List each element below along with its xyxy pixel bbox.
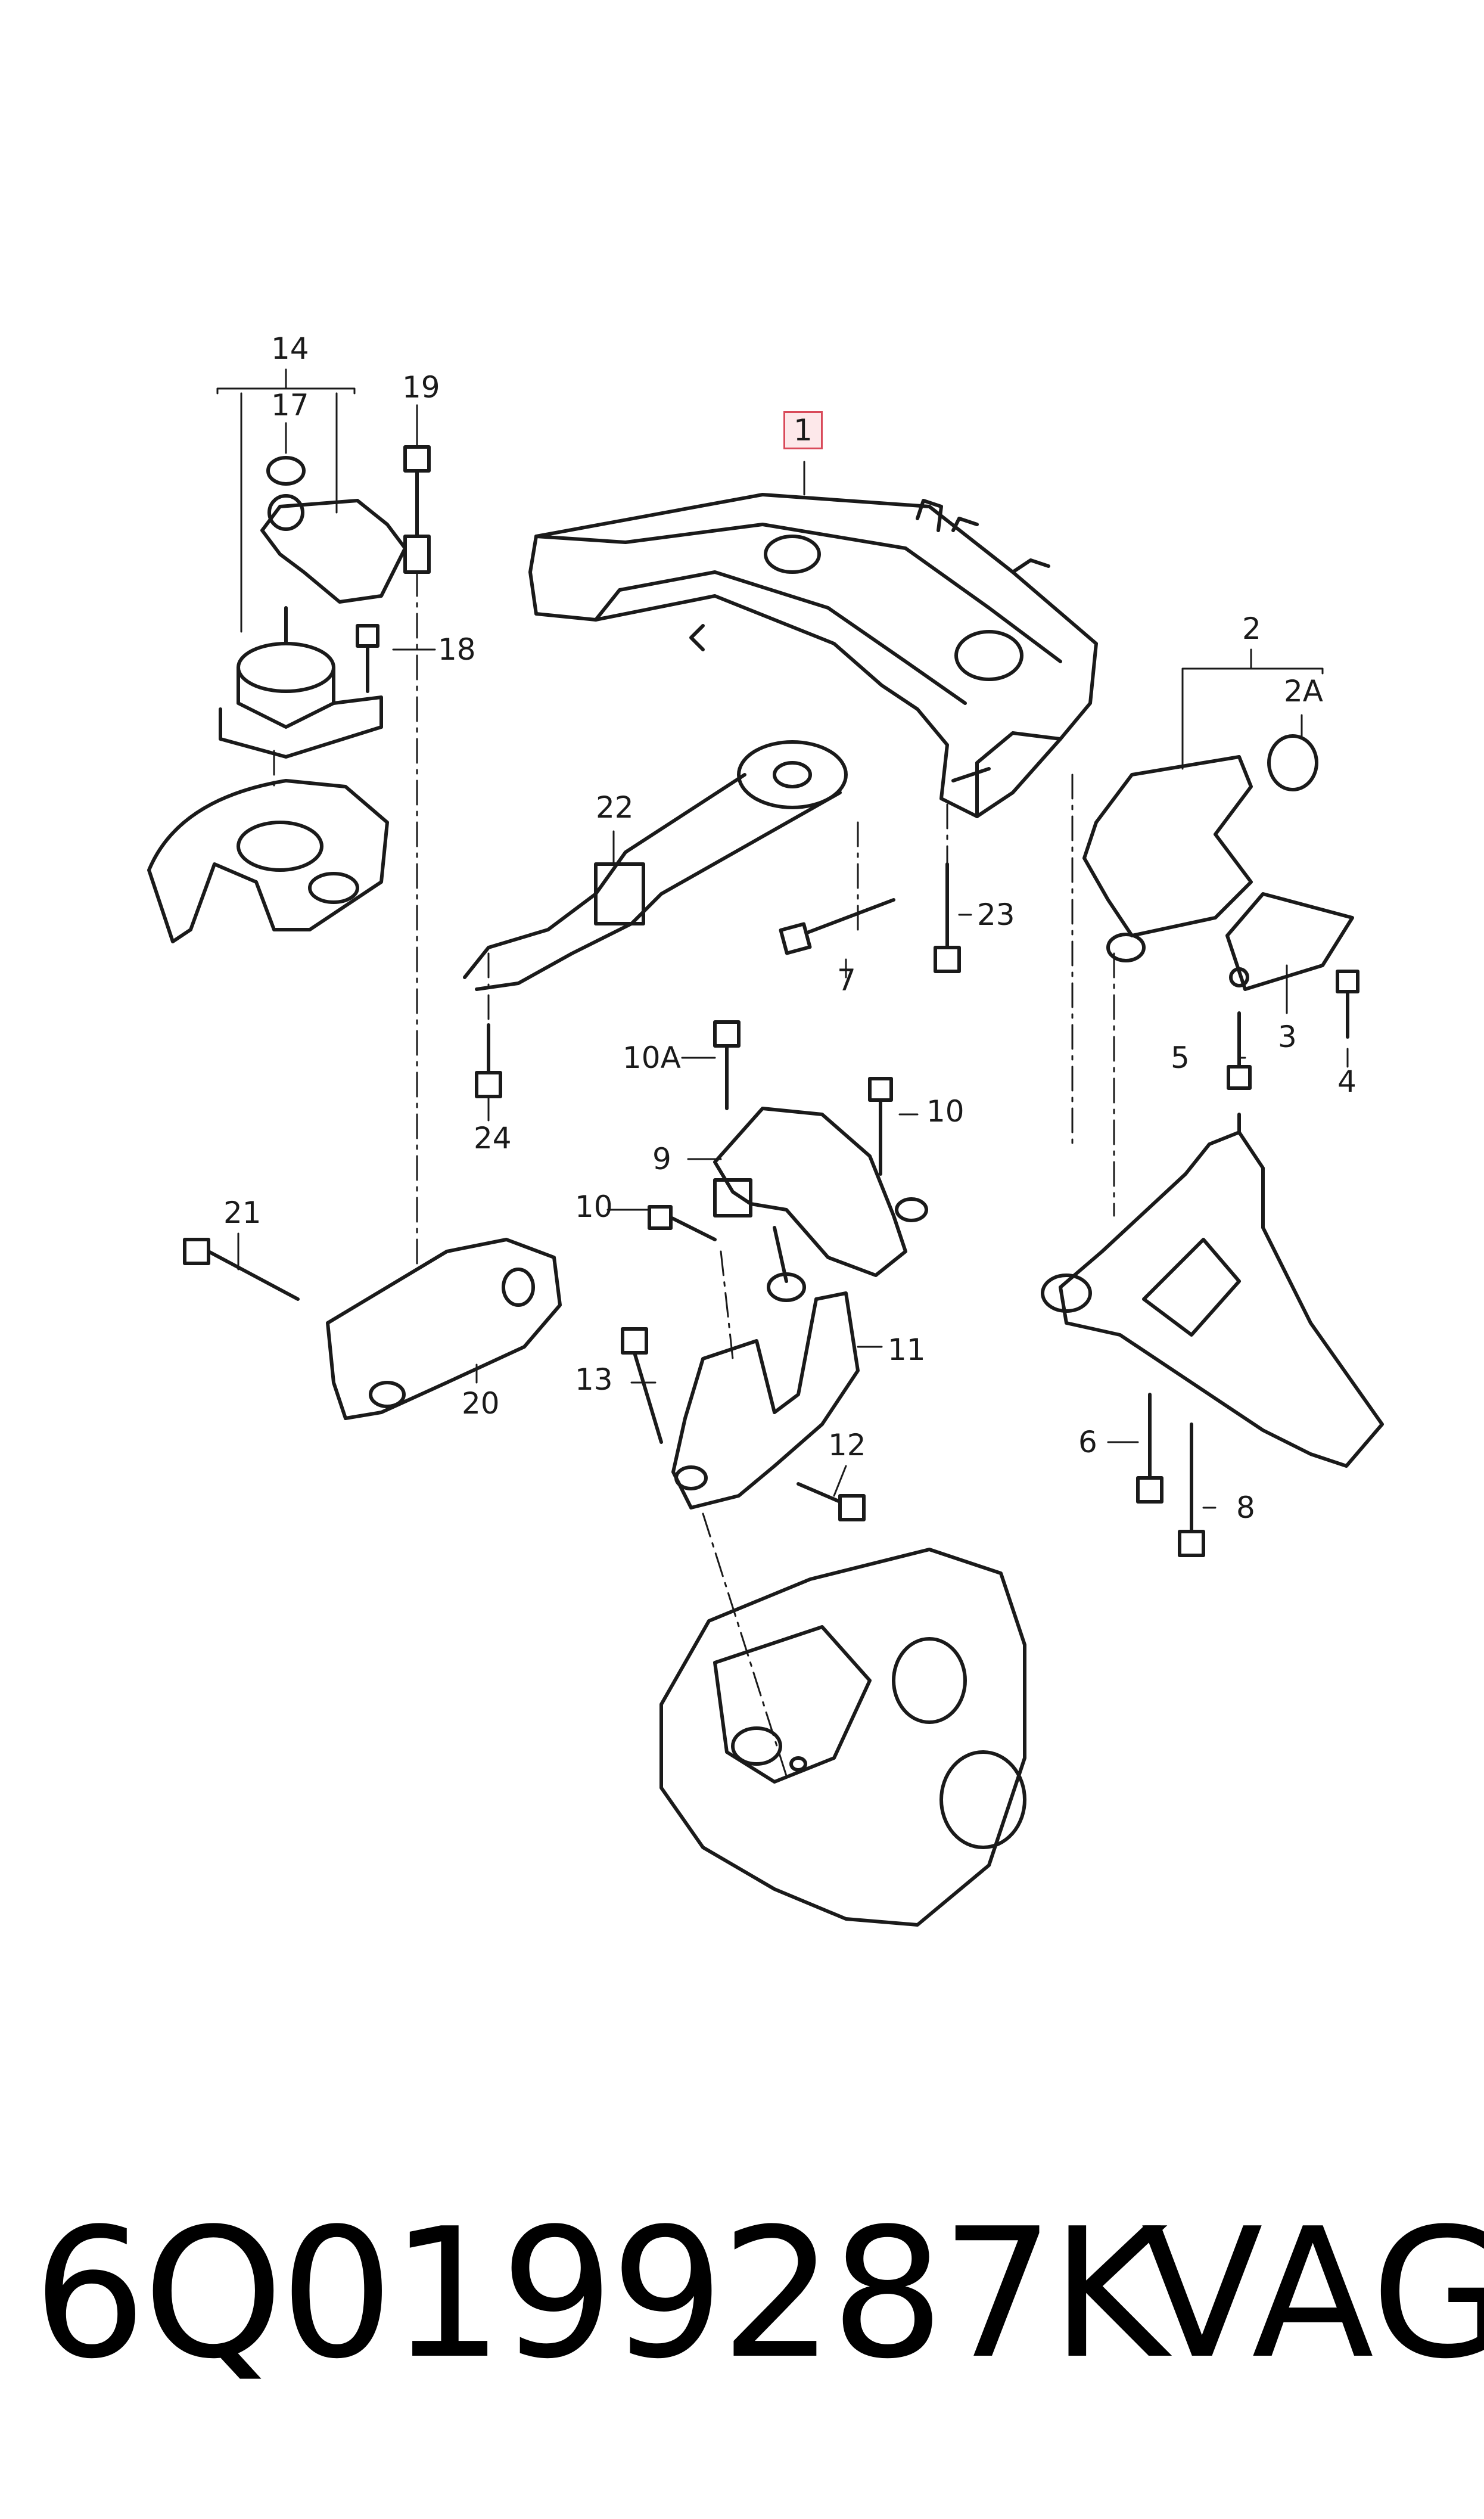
bolt-10a	[713, 1020, 741, 1110]
callout-2[interactable]: 2	[1242, 611, 1261, 646]
callout-2a[interactable]: 2A	[1284, 674, 1324, 709]
callout-17[interactable]: 17	[271, 388, 309, 423]
callout-14[interactable]: 14	[271, 331, 309, 366]
callout-7[interactable]: 7	[837, 963, 856, 998]
callout-11[interactable]: 11	[888, 1333, 926, 1367]
bolt-19	[403, 445, 431, 574]
support-bracket-part	[326, 1238, 562, 1420]
bolt-13	[621, 1327, 663, 1444]
callout-5[interactable]: 5	[1171, 1040, 1190, 1075]
engine-mount-part	[147, 456, 407, 943]
callout-10-right[interactable]: 10	[926, 1094, 965, 1129]
subframe-part	[528, 493, 1098, 818]
label-leaders	[216, 368, 1349, 1509]
callout-21[interactable]: 21	[223, 1195, 262, 1230]
callout-9[interactable]: 9	[652, 1142, 671, 1176]
bolt-23	[934, 862, 961, 973]
callout-10a[interactable]: 10A	[623, 1040, 681, 1075]
gearbox-mount-part	[713, 1107, 928, 1302]
bolt-5	[1227, 1011, 1252, 1090]
callout-6[interactable]: 6	[1078, 1425, 1097, 1459]
gearbox-bracket-part	[671, 1291, 860, 1509]
bolt-10-left	[648, 1205, 717, 1241]
assembly-lines	[273, 571, 1115, 1777]
bolt-4	[1336, 970, 1359, 1039]
bolt-7	[779, 898, 895, 955]
callout-4[interactable]: 4	[1337, 1064, 1357, 1099]
part-number: 6Q0199287K	[33, 2190, 1168, 2398]
exploded-view-drawing	[147, 368, 1384, 1927]
torque-rod-part	[463, 740, 848, 991]
callout-8[interactable]: 8	[1236, 1490, 1255, 1525]
callout-20[interactable]: 20	[462, 1386, 500, 1421]
bolt-24	[475, 1023, 502, 1098]
callout-1[interactable]: 1	[783, 411, 823, 449]
bolt-21	[183, 1238, 300, 1301]
gearbox-part	[659, 1548, 1026, 1927]
callout-19[interactable]: 19	[402, 370, 440, 405]
callout-13[interactable]: 13	[575, 1362, 613, 1397]
footer: 6Q0199287K VAG	[33, 2190, 1484, 2408]
callout-3[interactable]: 3	[1278, 1020, 1297, 1054]
bolt-10-right	[868, 1077, 893, 1176]
callout-22[interactable]: 22	[596, 790, 634, 825]
callout-23[interactable]: 23	[977, 897, 1015, 932]
callout-24[interactable]: 24	[474, 1121, 512, 1156]
bolt-12	[797, 1482, 866, 1521]
callout-18[interactable]: 18	[438, 632, 476, 667]
callout-10-left[interactable]: 10	[575, 1189, 613, 1224]
bolt-6	[1136, 1393, 1163, 1504]
bushing-bracket-part	[1082, 734, 1354, 991]
brand-name: VAG	[1141, 2190, 1484, 2398]
bolt-8	[1178, 1422, 1205, 1557]
bolt-18	[356, 624, 379, 693]
callout-12[interactable]: 12	[828, 1428, 866, 1462]
control-arm-part	[1041, 1113, 1384, 1468]
